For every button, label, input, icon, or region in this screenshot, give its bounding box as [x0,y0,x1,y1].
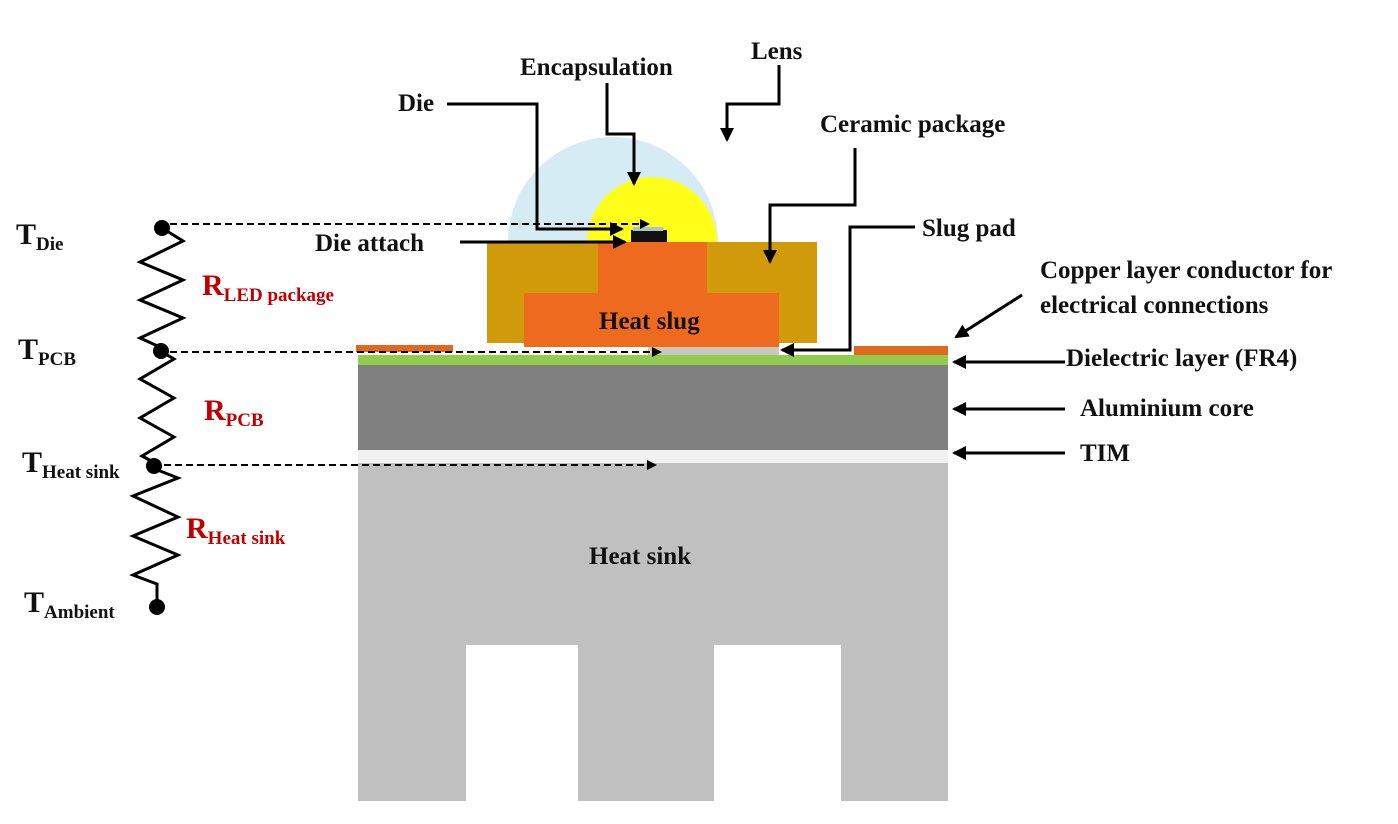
die [631,230,667,242]
label-copper-line2: electrical connections [1040,292,1269,319]
heat-sink-slot-left [466,645,578,801]
copper-leader [954,293,1023,339]
tim-layer [358,450,948,463]
resistance-label-heat-sink: RHeat sink [186,512,286,549]
heat-slug-lower [524,293,779,347]
node-dot-die [154,220,170,236]
label-copper-line1: Copper layer conductor for [1040,257,1332,284]
slug-pad [648,347,779,355]
resistance-label-pcb: RPCB [204,394,264,431]
slug-pad-leader [780,225,915,357]
node-dot-heat-sink [146,458,162,474]
node-dot-pcb [153,343,169,359]
node-dot-ambient [149,599,165,615]
heat-slug-upper [598,242,707,294]
copper-pad-left [356,345,453,352]
label-die: Die [398,90,434,117]
label-heat-sink: Heat sink [589,543,691,570]
ceramic-package-leader [763,148,857,264]
label-ceramic-package: Ceramic package [820,111,1005,138]
resistor-heat-sink [129,467,183,604]
die-top [633,227,663,231]
label-die-attach: Die attach [315,230,424,257]
aluminium-core [358,365,948,450]
dielectric-layer [358,355,948,365]
label-slug-pad: Slug pad [922,215,1016,242]
heat-sink-slot-right [714,645,841,801]
encapsulation-leader [605,83,641,186]
label-encapsulation: Encapsulation [520,54,673,81]
die-leader [447,102,624,236]
node-label-t-heat-sink: THeat sink [22,446,120,483]
label-aluminium-core: Aluminium core [1080,395,1254,422]
node-label-t-pcb: TPCB [18,333,76,370]
label-dielectric: Dielectric layer (FR4) [1066,345,1297,372]
heat-sink [358,463,948,801]
resistor-led-package [136,226,187,350]
resistance-label-led-package: RLED package [202,269,334,306]
resistor-pcb [136,350,178,465]
lens-leader [720,65,781,142]
node-label-t-ambient: TAmbient [24,586,115,623]
label-tim: TIM [1080,440,1130,467]
node-label-t-die: TDie [16,218,63,255]
copper-pad-right [854,346,948,355]
label-lens: Lens [751,38,803,65]
label-heat-slug: Heat slug [599,308,700,335]
